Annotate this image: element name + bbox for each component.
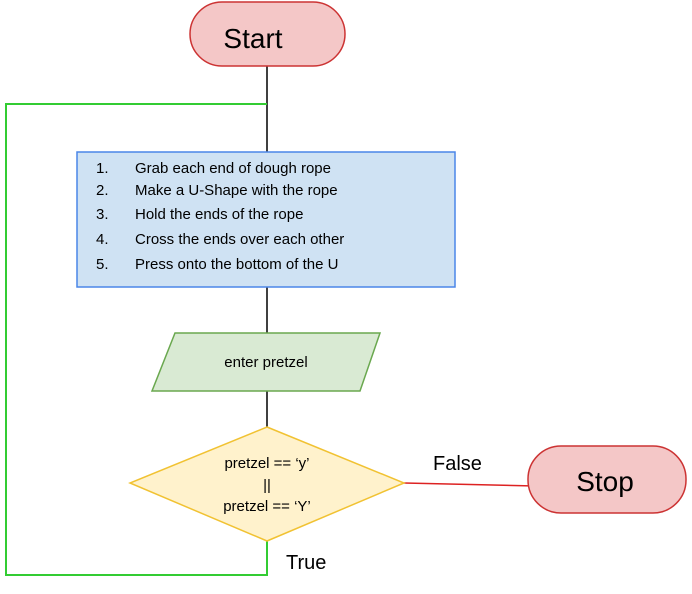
step-text-2: Make a U-Shape with the rope bbox=[135, 182, 338, 199]
step-number-5: 5. bbox=[96, 256, 109, 273]
decision-line-3: pretzel == ‘Y’ bbox=[223, 498, 311, 515]
input-shape bbox=[150, 332, 382, 392]
decision-line-2: || bbox=[263, 477, 271, 494]
step-number-3: 3. bbox=[96, 206, 109, 223]
process-box: 1. Grab each end of dough rope 2. Make a… bbox=[76, 151, 456, 288]
start-label: Start bbox=[223, 23, 282, 54]
decision-shape bbox=[128, 426, 406, 542]
start-terminal: Start bbox=[189, 1, 346, 67]
process-shape bbox=[76, 151, 456, 288]
step-number-4: 4. bbox=[96, 231, 109, 248]
step-text-1: Grab each end of dough rope bbox=[135, 160, 331, 177]
stop-label: Stop bbox=[576, 466, 634, 497]
false-line bbox=[403, 482, 536, 487]
stop-terminal: Stop bbox=[527, 445, 687, 514]
input-node: enter pretzel bbox=[150, 332, 382, 392]
stop-shape bbox=[527, 445, 687, 514]
decision-node: pretzel == ‘y’ || pretzel == ‘Y’ bbox=[128, 426, 406, 542]
false-label: False bbox=[433, 453, 482, 475]
input-label: enter pretzel bbox=[224, 354, 307, 371]
step-text-4: Cross the ends over each other bbox=[135, 231, 344, 248]
step-number-1: 1. bbox=[96, 160, 109, 177]
start-shape bbox=[189, 1, 346, 67]
decision-line-1: pretzel == ‘y’ bbox=[224, 455, 309, 472]
step-number-2: 2. bbox=[96, 182, 109, 199]
step-text-5: Press onto the bottom of the U bbox=[135, 256, 338, 273]
step-text-3: Hold the ends of the rope bbox=[135, 206, 303, 223]
true-label: True bbox=[286, 552, 326, 574]
loop-back-line bbox=[5, 103, 268, 576]
